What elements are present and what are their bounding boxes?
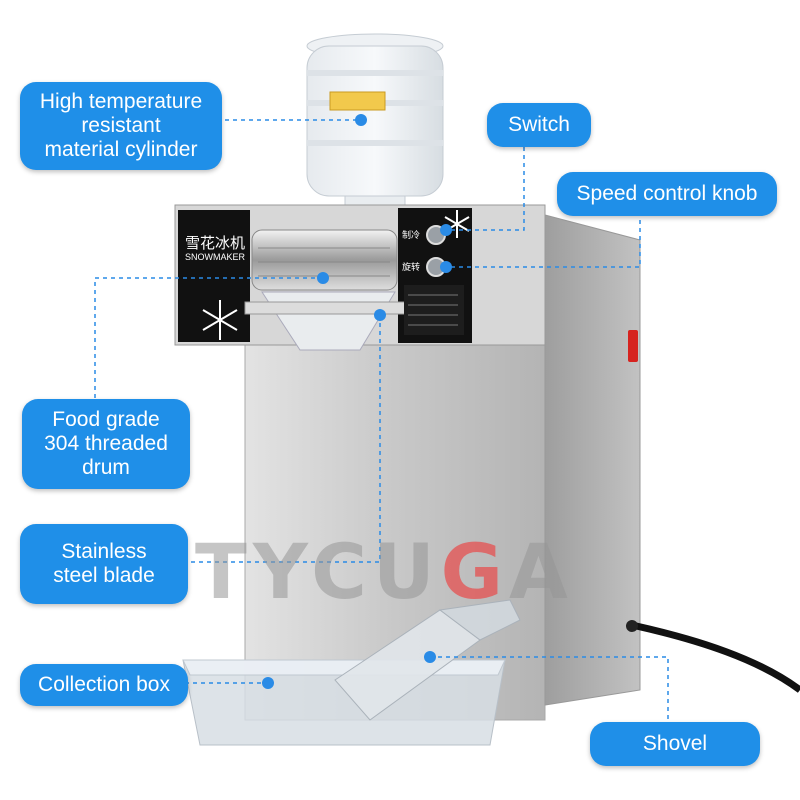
power-switch-icon	[628, 330, 638, 362]
threaded-drum	[244, 229, 406, 351]
water-bottle	[306, 33, 444, 217]
callout-drum: Food grade 304 threaded drum	[22, 399, 190, 489]
callout-shovel: Shovel	[590, 722, 760, 766]
brand-en-label: SNOWMAKER	[184, 252, 245, 262]
leader-lines	[94, 119, 669, 725]
leader-dots	[262, 114, 452, 689]
callout-switch: Switch	[487, 103, 591, 147]
instruction-plate	[404, 285, 464, 335]
brand-cn-label: 雪花冰机	[184, 234, 245, 252]
left-brand-panel	[178, 210, 250, 342]
callout-collection-box: Collection box	[20, 664, 188, 706]
shovel	[334, 599, 521, 721]
collection-box	[182, 659, 506, 746]
callout-speed-knob: Speed control knob	[557, 172, 777, 216]
callout-cylinder: High temperature resistant material cyli…	[20, 82, 222, 170]
snowflake-icon	[202, 300, 238, 340]
callout-blade: Stainless steel blade	[20, 524, 188, 604]
watermark: TYCUGA	[195, 527, 574, 616]
knob-label: 旋转	[402, 263, 421, 273]
switch-label: 制冷	[402, 231, 421, 241]
